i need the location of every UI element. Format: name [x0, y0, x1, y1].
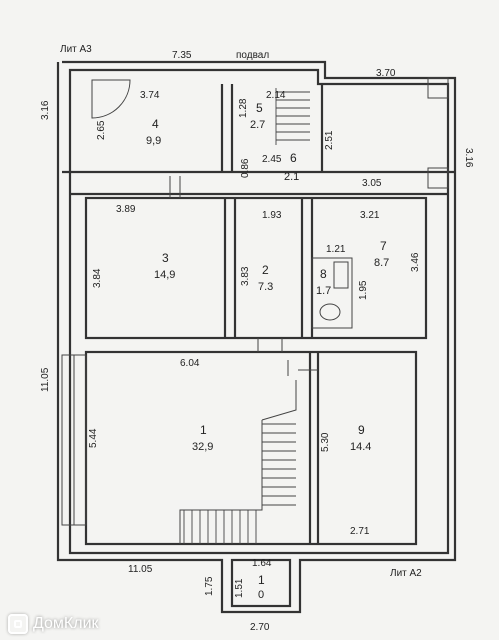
- room6-number: 6: [290, 151, 297, 165]
- room3-dim-a: 3.89: [116, 204, 136, 215]
- corridor-dim: 3.05: [362, 178, 382, 189]
- annex-dim-c: 1.51: [234, 578, 245, 598]
- room4-number: 4: [152, 117, 159, 131]
- top-right-dim: 3.70: [376, 68, 396, 79]
- room6-area: 2.1: [284, 171, 299, 183]
- labels: Лит А3 7.35 подвал 3.70 3.16 3.16 11.05 …: [40, 44, 474, 633]
- bottom-width-dim: 11.05: [128, 564, 153, 575]
- room2-dim-b: 3.83: [240, 266, 251, 286]
- room1-number: 1: [200, 423, 207, 437]
- left-total-dim: 11.05: [40, 367, 51, 392]
- room8-area: 1.7: [316, 285, 331, 297]
- domclick-watermark: ДомКлик: [8, 614, 99, 634]
- room2-dim-a: 1.93: [262, 210, 282, 221]
- room4-dim-b: 2.65: [96, 120, 107, 140]
- sink-icon: [319, 303, 341, 321]
- room5-dim-b: 1.28: [238, 98, 249, 118]
- top-width-dim: 7.35: [172, 50, 192, 61]
- annex-dim-b: 1.75: [204, 576, 215, 596]
- room8-dim-a: 1.21: [326, 244, 346, 255]
- room3-area: 14,9: [154, 269, 175, 281]
- bathroom-fixtures: [319, 261, 349, 321]
- watermark-text: ДомКлик: [33, 615, 99, 632]
- room3-number: 3: [162, 251, 169, 265]
- domclick-logo-icon: [8, 614, 28, 634]
- room7-dim-a: 3.21: [360, 210, 380, 221]
- room9-number: 9: [358, 423, 365, 437]
- right-dim: 3.16: [463, 148, 474, 168]
- annex-dim-d: 2.70: [250, 622, 270, 633]
- room9-area: 14.4: [350, 441, 371, 453]
- room5-dim-a: 2.14: [266, 90, 286, 101]
- room4-dim-a: 3.74: [140, 90, 160, 101]
- room4-area: 9,9: [146, 135, 161, 147]
- room3-dim-b: 3.84: [92, 268, 103, 288]
- openings: [61, 77, 449, 526]
- room9-dim-b: 2.71: [350, 526, 370, 537]
- room5-number: 5: [256, 101, 263, 115]
- room7-dim-b: 3.46: [410, 252, 421, 272]
- room1-dim-a: 6.04: [180, 358, 200, 369]
- stairs-top: [275, 88, 310, 145]
- room2-area: 7.3: [258, 281, 273, 293]
- toilet-tank-icon: [333, 261, 349, 289]
- room8-dim-b: 1.95: [358, 280, 369, 300]
- room9-dim-a: 5.30: [320, 432, 331, 452]
- room8-number: 8: [320, 267, 327, 281]
- lit-top-label: Лит А3: [60, 44, 92, 55]
- annex-area: 0: [258, 589, 264, 601]
- room1-dim-b: 5.44: [88, 428, 99, 448]
- room6-dim-a: 2.45: [262, 154, 282, 165]
- room2-number: 2: [262, 263, 269, 277]
- room7-number: 7: [380, 239, 387, 253]
- annex-dim-a: 1.64: [252, 558, 272, 569]
- door-swing-icon: [91, 79, 131, 119]
- room1-area: 32,9: [192, 441, 213, 453]
- left-top-dim: 3.16: [40, 100, 51, 120]
- lit-bottom-label: Лит А2: [390, 568, 422, 579]
- annex-number: 1: [258, 573, 265, 587]
- room7-area: 8.7: [374, 257, 389, 269]
- room6-dim-c: 2.51: [324, 130, 335, 150]
- room5-area: 2.7: [250, 119, 265, 131]
- room6-dim-b: 0.86: [240, 158, 251, 178]
- stairs-main: [179, 380, 297, 544]
- basement-label: подвал: [236, 50, 269, 61]
